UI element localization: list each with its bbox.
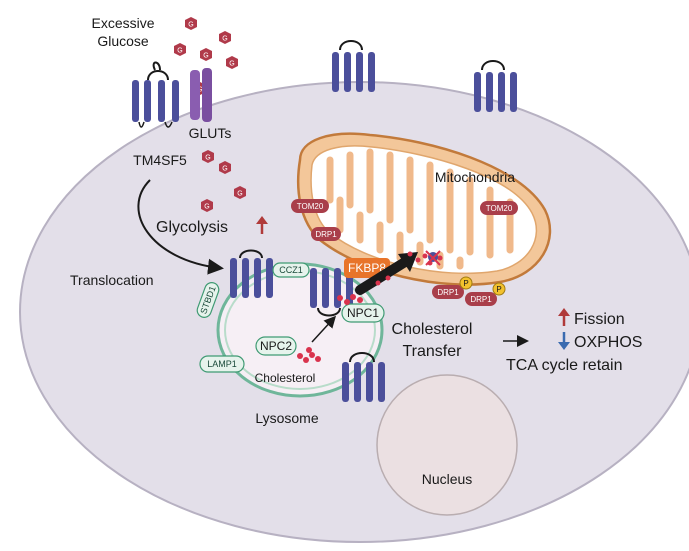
gluts-label: GLUTs: [189, 125, 232, 141]
oxphos-label: OXPHOS: [574, 334, 642, 351]
nucleus: [376, 374, 518, 516]
tm4sf5-lysosome-top: [230, 249, 273, 298]
p-b-label: P: [496, 285, 501, 294]
cholesterol-mito-icon: [407, 250, 443, 266]
ccz1-label: CCZ1: [279, 265, 303, 275]
tm4sf5-lysosome-fkbp8: [310, 268, 353, 317]
cholesterol-small-label: Cholesterol: [255, 371, 316, 385]
lysosome-label: Lysosome: [255, 410, 319, 426]
drp1-a-label: DRP1: [437, 288, 459, 297]
glucose-glyph: G: [203, 53, 208, 60]
glucose-icon: G: [234, 186, 246, 199]
glucose-label: Glucose: [97, 33, 149, 49]
tom20-left-label: TOM20: [297, 202, 324, 211]
glucose-molecules: G G G G G G G G G G: [174, 17, 246, 212]
glucose-icon: G: [200, 48, 212, 61]
tom20-right-badge: TOM20: [480, 201, 518, 215]
p-a-badge: P: [459, 276, 473, 290]
glucose-glyph: G: [188, 22, 193, 29]
translocation-arrow: [137, 179, 224, 275]
npc1-badge: NPC1: [341, 303, 385, 323]
drp1-top-label: DRP1: [315, 230, 337, 239]
glycolysis-up-arrow-icon: [256, 216, 268, 234]
tca-label: TCA cycle retain: [506, 357, 622, 374]
nucleus-label: Nucleus: [422, 471, 473, 487]
tm4sf5-lysosome-bottom: [342, 352, 385, 402]
cholesterol-transfer-arrow-icon: [355, 252, 418, 295]
glucose-icon: G: [226, 56, 238, 69]
glucose-glyph: G: [204, 204, 209, 211]
npc2-label: NPC2: [260, 339, 292, 353]
glucose-icon: G: [219, 31, 231, 44]
oxphos-down-arrow-icon: [558, 332, 570, 350]
tm4sf5-membrane-right: [474, 60, 517, 112]
glucose-glyph: G: [177, 48, 182, 55]
tm4sf5-membrane-left: [132, 61, 179, 128]
drp1-top-badge: DRP1: [311, 227, 341, 241]
tom20-left-badge: TOM20: [291, 199, 329, 213]
tm4sf5-membrane-top: [332, 40, 375, 92]
glucose-glyph: G: [222, 36, 227, 43]
drp1-a-badge: DRP1: [432, 285, 464, 299]
excessive-label: Excessive: [91, 15, 154, 31]
glut-transporter: [190, 68, 212, 122]
glycolysis-label: Glycolysis: [156, 219, 228, 236]
cholesterol-npc1-icon: [337, 294, 363, 305]
fission-label: Fission: [574, 311, 625, 328]
mitochondria-label: Mitochondria: [435, 169, 515, 185]
npc1-label: NPC1: [347, 306, 379, 320]
glucose-icon: G: [202, 150, 214, 163]
glucose-icon: G: [174, 43, 186, 56]
fission-up-arrow-icon: [558, 308, 570, 326]
npc2-badge: NPC2: [255, 336, 297, 356]
cholesterol-transfer-label-1: Cholesterol: [392, 321, 473, 338]
tm4sf5-label: TM4SF5: [133, 152, 187, 168]
npc2-to-npc1-arrow: [311, 315, 337, 343]
cholesterol-transfer-label-2: Transfer: [403, 343, 463, 360]
tom20-right-label: TOM20: [486, 204, 513, 213]
p-a-label: P: [463, 279, 468, 288]
glucose-glyph: G: [237, 191, 242, 198]
p-b-badge: P: [492, 282, 506, 296]
lamp1-label: LAMP1: [207, 359, 237, 369]
glucose-icon: G: [185, 17, 197, 30]
stbd1-badge: STBD1: [196, 282, 220, 318]
drp1-b-label: DRP1: [470, 295, 492, 304]
glucose-glyph: G: [229, 61, 234, 68]
lamp1-badge: LAMP1: [199, 355, 245, 373]
drp1-b-badge: DRP1: [465, 292, 497, 306]
glucose-icon: G: [201, 199, 213, 212]
glucose-glyph: G: [205, 155, 210, 162]
glucose-icon: G: [219, 161, 231, 174]
fkbp8-label: FKBP8: [348, 261, 386, 275]
cholesterol-cluster-icon: [297, 347, 321, 363]
translocation-label: Translocation: [70, 272, 154, 288]
glucose-glyph: G: [222, 166, 227, 173]
ccz1-badge: CCZ1: [272, 262, 310, 278]
